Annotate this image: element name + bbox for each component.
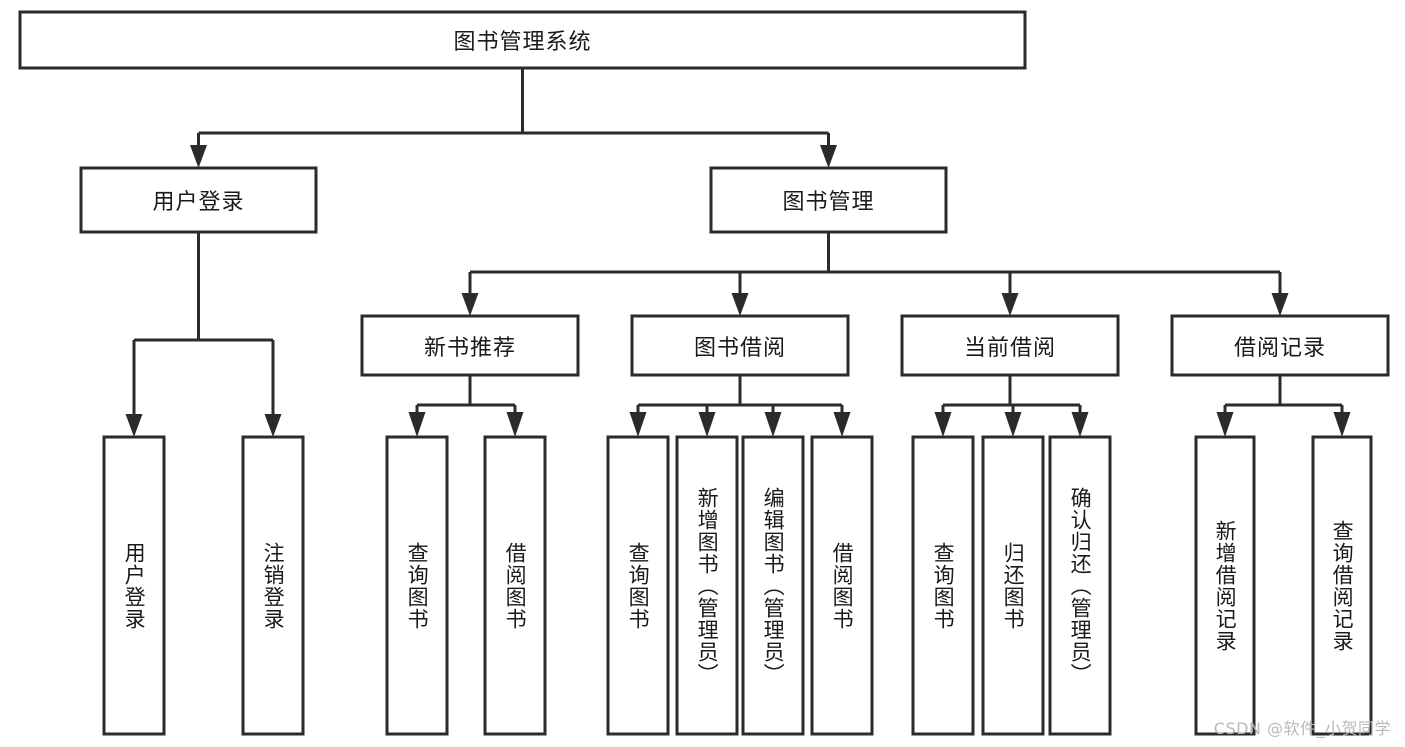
arrowhead-bl-leaf2	[698, 412, 716, 437]
arrowhead-current	[1001, 293, 1019, 316]
arrowhead-bl-leaf3	[764, 412, 782, 437]
edges-current-to-leaves	[934, 375, 1089, 437]
arrowhead-newbook	[461, 293, 479, 316]
node-box-borrow-records[interactable]	[1170, 314, 1390, 377]
leaf-box-query-book-cb[interactable]	[911, 435, 975, 736]
arrowhead-bl-leaf1	[629, 412, 647, 437]
leaf-box-user-login[interactable]	[102, 435, 166, 736]
edges-userlogin-to-leaves	[125, 232, 282, 437]
edges-root-to-level2	[190, 68, 837, 168]
arrowhead-cb-leaf3	[1071, 412, 1089, 437]
edges-records-to-leaves	[1216, 375, 1351, 437]
csdn-watermark: CSDN @软件_小贺同学	[1213, 719, 1391, 738]
edges-newbook-to-leaves	[408, 375, 524, 437]
arrowhead-rc-leaf1	[1216, 412, 1234, 437]
node-box-current-borrow[interactable]	[900, 314, 1120, 377]
leaf-box-return-book[interactable]	[981, 435, 1045, 736]
leaf-box-query-book-nb[interactable]	[385, 435, 449, 736]
leaf-box-borrow-book-bl[interactable]	[810, 435, 874, 736]
arrowhead-cb-leaf1	[934, 412, 952, 437]
leaf-box-borrow-book-nb[interactable]	[483, 435, 547, 736]
node-box-root[interactable]	[18, 10, 1027, 70]
arrowhead-leaf-userlogin	[125, 414, 143, 437]
node-box-book-management[interactable]	[709, 166, 948, 234]
leaf-box-add-borrow-record[interactable]	[1194, 435, 1256, 736]
arrowhead-leaf-logout	[264, 414, 282, 437]
edges-borrow-to-leaves	[629, 375, 851, 437]
arrowhead-book-mgmt	[820, 145, 837, 168]
leaf-box-add-book-admin[interactable]	[675, 435, 739, 736]
leaf-box-edit-book-admin[interactable]	[741, 435, 805, 736]
arrowhead-cb-leaf2	[1004, 412, 1022, 437]
node-box-new-book-recommend[interactable]	[360, 314, 580, 377]
arrowhead-nb-leaf2	[506, 412, 524, 437]
leaf-box-confirm-return-admin[interactable]	[1048, 435, 1112, 736]
arrowhead-nb-leaf1	[408, 412, 426, 437]
edges-bookmgmt-to-level3	[461, 232, 1289, 316]
leaf-box-query-book-bl[interactable]	[606, 435, 670, 736]
arrowhead-bl-leaf4	[833, 412, 851, 437]
node-box-user-login[interactable]	[79, 166, 318, 234]
node-box-book-borrow[interactable]	[630, 314, 850, 377]
arrowhead-rc-leaf2	[1333, 412, 1351, 437]
arrowhead-records	[1271, 293, 1289, 316]
leaf-box-logout[interactable]	[241, 435, 305, 736]
arrowhead-user-login	[190, 145, 207, 168]
arrowhead-borrow	[731, 293, 749, 316]
leaf-box-query-borrow-record[interactable]	[1311, 435, 1373, 736]
